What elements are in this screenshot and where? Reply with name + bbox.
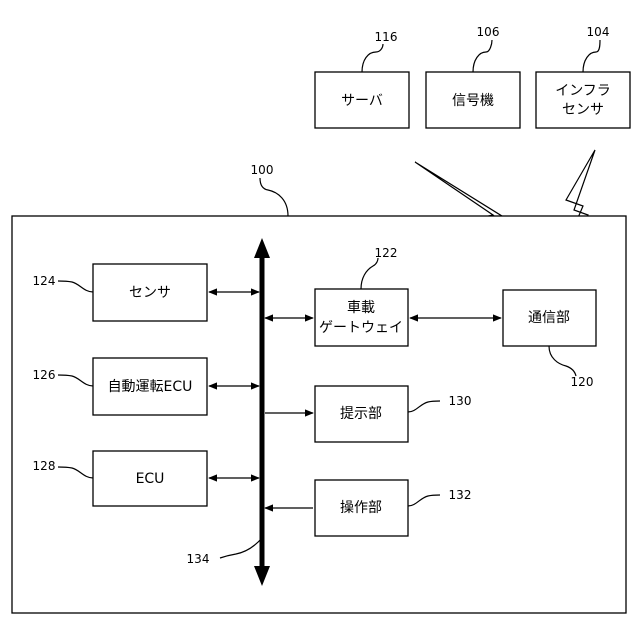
infra-sensor-block: インフラ センサ 104 bbox=[536, 25, 630, 128]
comm-label: 通信部 bbox=[528, 310, 570, 326]
infra-sensor-box bbox=[536, 72, 630, 128]
comm-ref: 120 bbox=[571, 375, 594, 389]
bus-ref: 134 bbox=[187, 552, 210, 566]
gateway-ref: 122 bbox=[375, 246, 398, 260]
signal-label: 信号機 bbox=[452, 93, 494, 109]
signal-ref: 106 bbox=[477, 25, 500, 39]
gateway-box bbox=[315, 289, 408, 346]
vehicle-ref-leader bbox=[260, 178, 288, 216]
signal-block: 信号機 106 bbox=[426, 25, 520, 128]
ecu-label: ECU bbox=[136, 471, 165, 487]
autonomous-ecu-ref: 126 bbox=[33, 368, 56, 382]
ecu-ref: 128 bbox=[33, 459, 56, 473]
infra-label-line1: インフラ bbox=[555, 83, 611, 99]
autonomous-ecu-label: 自動運転ECU bbox=[108, 379, 193, 395]
gateway-label-line2: ゲートウェイ bbox=[319, 320, 403, 336]
sensor-ref: 124 bbox=[33, 274, 56, 288]
signal-ref-leader bbox=[473, 40, 492, 72]
infra-ref: 104 bbox=[587, 25, 610, 39]
server-ref: 116 bbox=[375, 30, 398, 44]
gateway-label-line1: 車載 bbox=[347, 299, 375, 316]
presentation-label: 提示部 bbox=[340, 406, 382, 422]
server-block: サーバ 116 bbox=[315, 30, 409, 128]
presentation-ref: 130 bbox=[449, 394, 472, 408]
sensor-label: センサ bbox=[129, 285, 171, 301]
operation-label: 操作部 bbox=[340, 500, 382, 516]
operation-ref: 132 bbox=[449, 488, 472, 502]
infra-label-line2: センサ bbox=[562, 102, 604, 118]
server-label: サーバ bbox=[341, 93, 383, 109]
vehicle-ref: 100 bbox=[251, 163, 274, 177]
infra-ref-leader bbox=[583, 40, 600, 72]
server-ref-leader bbox=[362, 44, 383, 72]
